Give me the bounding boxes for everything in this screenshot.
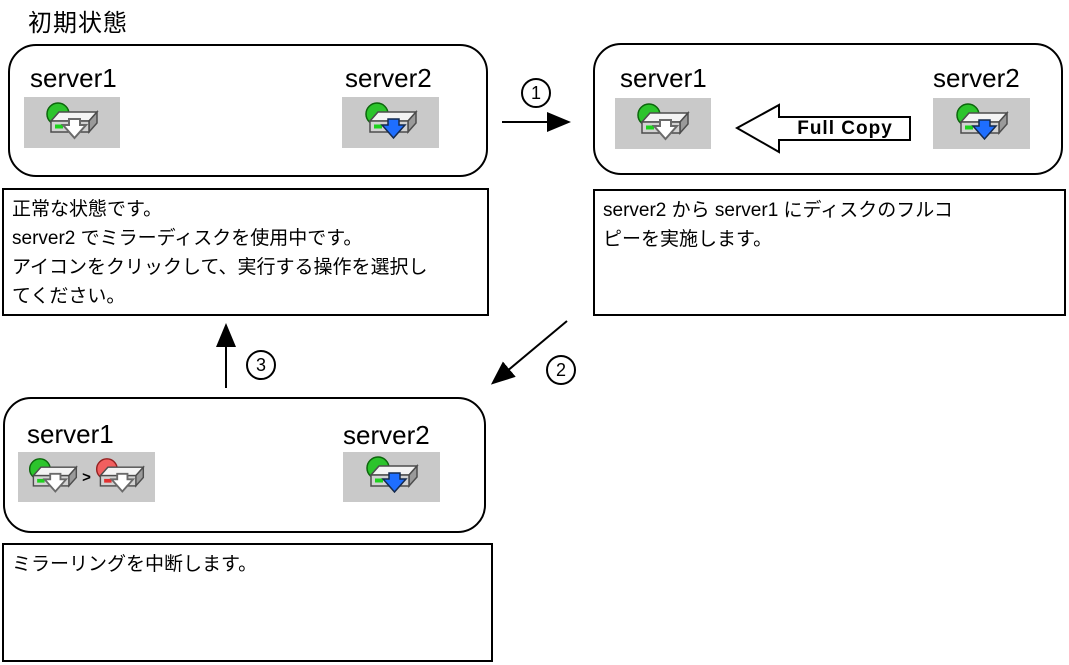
server1-label: server1 xyxy=(27,419,114,449)
mirror-disk-green-active-icon xyxy=(955,102,1009,140)
server1-disk-panel: > xyxy=(18,452,155,502)
description-line: アイコンをクリックして、実行する操作を選択し xyxy=(12,257,428,278)
state-box-normal: server1 server2 xyxy=(8,44,488,177)
state-box-suspended: server1 > server2 xyxy=(3,397,486,533)
state-box-full-copy: server1 Full Copy server2 xyxy=(593,43,1063,175)
step-3-badge: 3 xyxy=(246,350,276,380)
description-line: てください。 xyxy=(12,286,126,307)
mirror-disk-green-active-icon xyxy=(364,101,418,139)
server1-label: server1 xyxy=(30,63,117,93)
description-full-copy: server2 から server1 にディスクのフルコ ピーを実施します。 xyxy=(593,189,1066,316)
state-transition-separator: > xyxy=(82,468,91,486)
mirror-disk-green-active-icon xyxy=(365,456,419,494)
server2-disk-panel xyxy=(343,452,440,502)
description-line: 正常な状態です。 xyxy=(12,199,163,220)
server2-label: server2 xyxy=(933,63,1020,93)
description-suspended: ミラーリングを中断します。 xyxy=(2,543,493,662)
server1-label: server1 xyxy=(620,63,707,93)
mirror-disk-green-standby-icon xyxy=(637,102,690,141)
description-line: server2 から server1 にディスクのフルコ xyxy=(603,200,953,221)
full-copy-block-arrow: Full Copy xyxy=(734,102,912,155)
step-2-badge: 2 xyxy=(546,355,576,385)
server2-disk-panel xyxy=(342,97,439,148)
mirror-disk-green-standby-icon xyxy=(46,101,99,140)
mirror-disk-red-error-icon xyxy=(95,457,145,493)
description-normal: 正常な状態です。 server2 でミラーディスクを使用中です。 アイコンをクリ… xyxy=(2,188,489,316)
description-line: ミラーリングを中断します。 xyxy=(12,554,258,575)
left-block-arrow-shape xyxy=(734,103,911,154)
server1-disk-panel xyxy=(24,97,120,148)
server2-label: server2 xyxy=(345,63,432,93)
description-line: server2 でミラーディスクを使用中です。 xyxy=(12,228,363,249)
page-title: 初期状態 xyxy=(28,10,128,37)
description-line: ピーを実施します。 xyxy=(603,229,773,250)
mirror-disk-green-standby-icon xyxy=(29,457,79,493)
server1-disk-panel xyxy=(615,98,711,149)
server2-disk-panel xyxy=(933,98,1030,149)
step-1-badge: 1 xyxy=(521,78,551,108)
server2-label: server2 xyxy=(343,420,430,450)
full-copy-label: Full Copy xyxy=(797,117,893,139)
